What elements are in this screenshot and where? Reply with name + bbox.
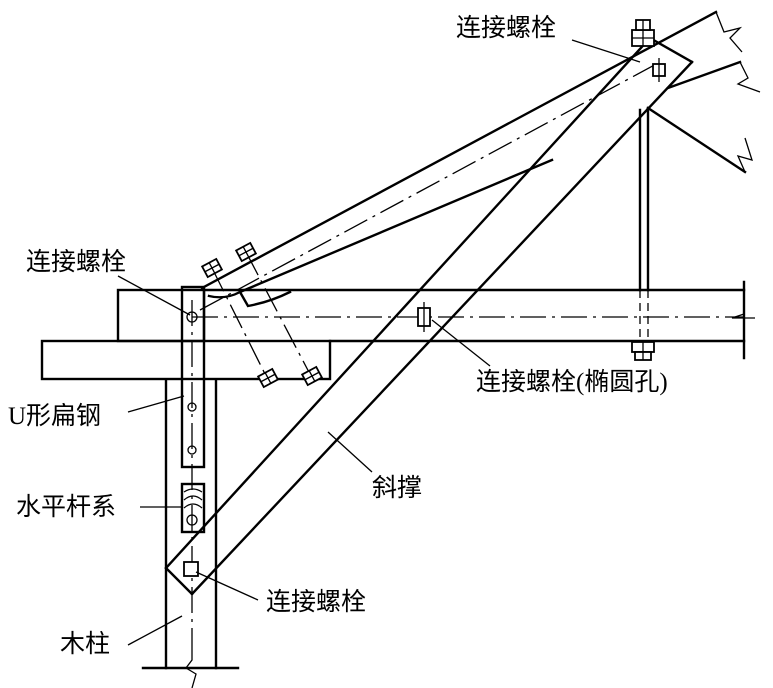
bolt-hole xyxy=(187,445,197,455)
label-bolt-oval: 连接螺栓(椭圆孔) xyxy=(476,368,668,396)
bolt-hole xyxy=(187,402,197,412)
label-brace: 斜撑 xyxy=(372,474,422,502)
label-bolt-top: 连接螺栓 xyxy=(456,14,556,42)
bolt-hole xyxy=(186,311,198,323)
right-members xyxy=(638,60,761,345)
label-bolt-left: 连接螺栓 xyxy=(26,248,126,276)
leader-lines xyxy=(117,39,641,646)
label-horizontal-bracing: 水平杆系 xyxy=(16,493,116,521)
bolt-nut xyxy=(200,257,224,279)
bolt-nut xyxy=(234,241,258,263)
bolt-nut xyxy=(300,365,324,387)
rafter xyxy=(199,10,743,311)
bolt-square-top xyxy=(652,58,666,82)
u-flat-steel xyxy=(180,285,206,469)
label-u-steel: U形扁钢 xyxy=(8,402,101,430)
bolt-square xyxy=(183,561,199,577)
horizontal-beam xyxy=(40,280,755,381)
bolt-nut xyxy=(256,367,280,389)
bolt-oval-hole xyxy=(417,302,431,332)
bolts xyxy=(200,19,666,389)
label-bolt-bottom: 连接螺栓 xyxy=(266,588,366,616)
wood-column xyxy=(141,300,240,688)
horizontal-bracing-section xyxy=(180,482,206,534)
bolt-nut-bottom xyxy=(631,341,655,361)
bolt-nut-top xyxy=(631,19,655,47)
label-column: 木柱 xyxy=(60,630,110,658)
